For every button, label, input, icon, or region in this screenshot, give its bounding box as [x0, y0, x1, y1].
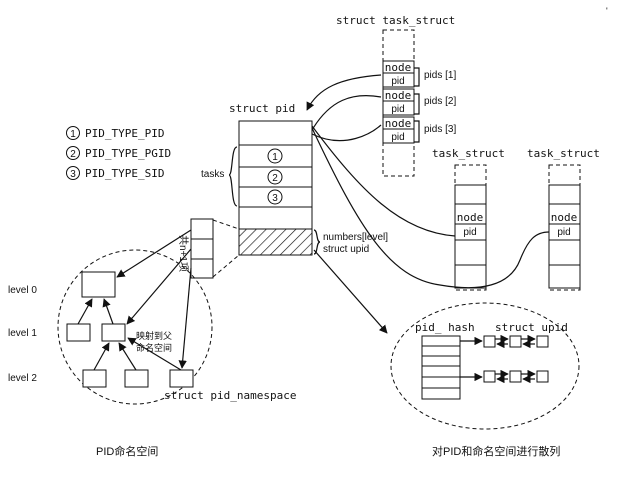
struct-pid-title: struct pid [229, 102, 295, 115]
task-struct-a: task_struct node pid [432, 147, 505, 291]
pids-3-label: pids [3] [424, 124, 456, 135]
pid-namespace-struct-label: struct pid_namespace [164, 389, 296, 402]
hash-table [421, 335, 461, 400]
map-namespace-label: 命名空间 [136, 342, 172, 353]
legend-num: 1 [70, 129, 76, 140]
upid-node [483, 370, 496, 383]
task-struct-b: task_struct node pid [527, 147, 600, 291]
pids-2-label: pids [2] [424, 96, 456, 107]
node-label: node [551, 211, 578, 224]
pid-label: pid [463, 227, 476, 238]
pid-type-legend: 1 PID_TYPE_PID 2 PID_TYPE_PGID 3 PID_TYP… [66, 126, 171, 180]
node-label: node [385, 61, 412, 74]
slot-num: 3 [272, 193, 278, 204]
numbers-level-label: numbers[level] [323, 232, 388, 243]
numbers-array-hatched [238, 228, 313, 256]
tasks-label: tasks [201, 169, 224, 180]
legend-num: 2 [70, 149, 76, 160]
ns-level2-node [169, 369, 194, 388]
task-struct-b-title: task_struct [527, 147, 600, 160]
struct-upid-label: struct upid [323, 244, 369, 255]
hash-caption: 对PID和命名空间进行散列 [432, 444, 560, 458]
upid-node [536, 370, 549, 383]
level-1-label: level 1 [8, 328, 37, 339]
upid-node [483, 335, 496, 348]
upid-node [509, 370, 522, 383]
ns-level1-node [101, 323, 126, 342]
node-label: node [385, 89, 412, 102]
pid-label: pid [557, 227, 570, 238]
struct-pid: struct pid 1 2 3 tasks numbers[level] st… [201, 102, 388, 256]
pid-hash: pid_ hash struct upid [390, 302, 580, 430]
arrow-to-hash [313, 249, 388, 334]
legend-label: PID_TYPE_PID [85, 127, 164, 140]
level-2-label: level 2 [8, 373, 37, 384]
map-parent-label: 映射到父 [136, 330, 172, 341]
slot-num: 1 [272, 152, 278, 163]
pids-1-label: pids [1] [424, 70, 456, 81]
task-struct-top: struct task_struct node pid pids [1] nod… [336, 14, 456, 177]
slot-num: 2 [272, 173, 278, 184]
link-pid-to-pids3 [311, 124, 382, 142]
pid-label: pid [391, 132, 404, 143]
level-0-label: level 0 [8, 285, 37, 296]
pid-label: pid [391, 104, 404, 115]
task-links [306, 74, 550, 334]
upid-node [509, 335, 522, 348]
ns-level1-node [66, 323, 91, 342]
ns-level2-node [124, 369, 149, 388]
upid-array: 共n+1项 [177, 218, 240, 279]
ns-level0-node [81, 271, 116, 298]
task-struct-top-title: struct task_struct [336, 14, 455, 27]
link-pid-to-task-a [311, 125, 456, 237]
hash-upid-label: struct upid [495, 321, 568, 334]
legend-item-sid: 3 PID_TYPE_SID [66, 166, 164, 180]
ns-level2-node [82, 369, 107, 388]
link-pid-to-pids2 [311, 95, 382, 131]
node-label: node [457, 211, 484, 224]
legend-label: PID_TYPE_PGID [85, 147, 171, 160]
node-label: node [385, 117, 412, 130]
link-task-a-to-task-b [311, 127, 550, 289]
legend-label: PID_TYPE_SID [85, 167, 164, 180]
legend-num: 3 [70, 169, 76, 180]
pid-namespace-caption: PID命名空间 [96, 444, 158, 458]
pid-hash-label: pid_ hash [415, 321, 475, 334]
legend-item-pid: 1 PID_TYPE_PID [66, 126, 164, 140]
arrow-to-struct-pid [306, 74, 382, 111]
pid-namespace: level 0 level 1 level 2 映射到父 命名空间 struct… [8, 229, 296, 405]
corner-mark: ' [606, 6, 608, 16]
pid-label: pid [391, 76, 404, 87]
legend-item-pgid: 2 PID_TYPE_PGID [66, 146, 171, 160]
task-struct-a-title: task_struct [432, 147, 505, 160]
upid-node [536, 335, 549, 348]
